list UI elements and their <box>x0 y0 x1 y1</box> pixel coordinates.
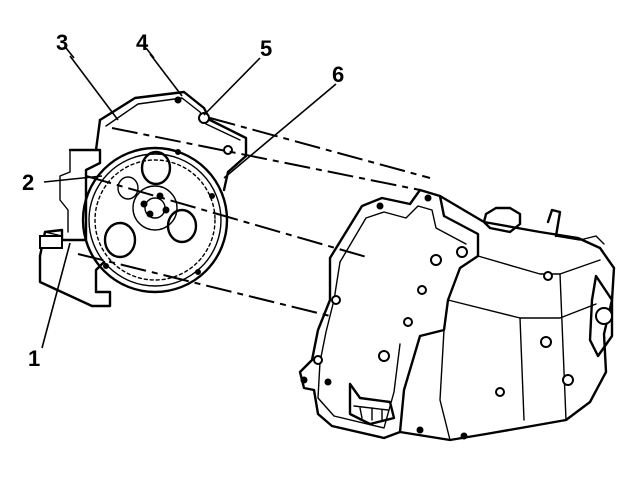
callout-2: 2 <box>22 170 34 195</box>
callout-4: 4 <box>136 30 149 55</box>
adapter-plate <box>94 90 248 192</box>
callouts: 1 2 3 4 5 6 <box>22 30 344 371</box>
transaxle-assembly <box>298 188 616 442</box>
flexplate <box>81 146 229 294</box>
callout-1: 1 <box>28 346 40 371</box>
engine-block <box>38 148 112 308</box>
leader-lines <box>41 47 337 349</box>
callout-5: 5 <box>260 36 272 61</box>
alignment-lines <box>77 117 431 317</box>
callout-3: 3 <box>56 30 68 55</box>
callout-6: 6 <box>332 62 344 87</box>
